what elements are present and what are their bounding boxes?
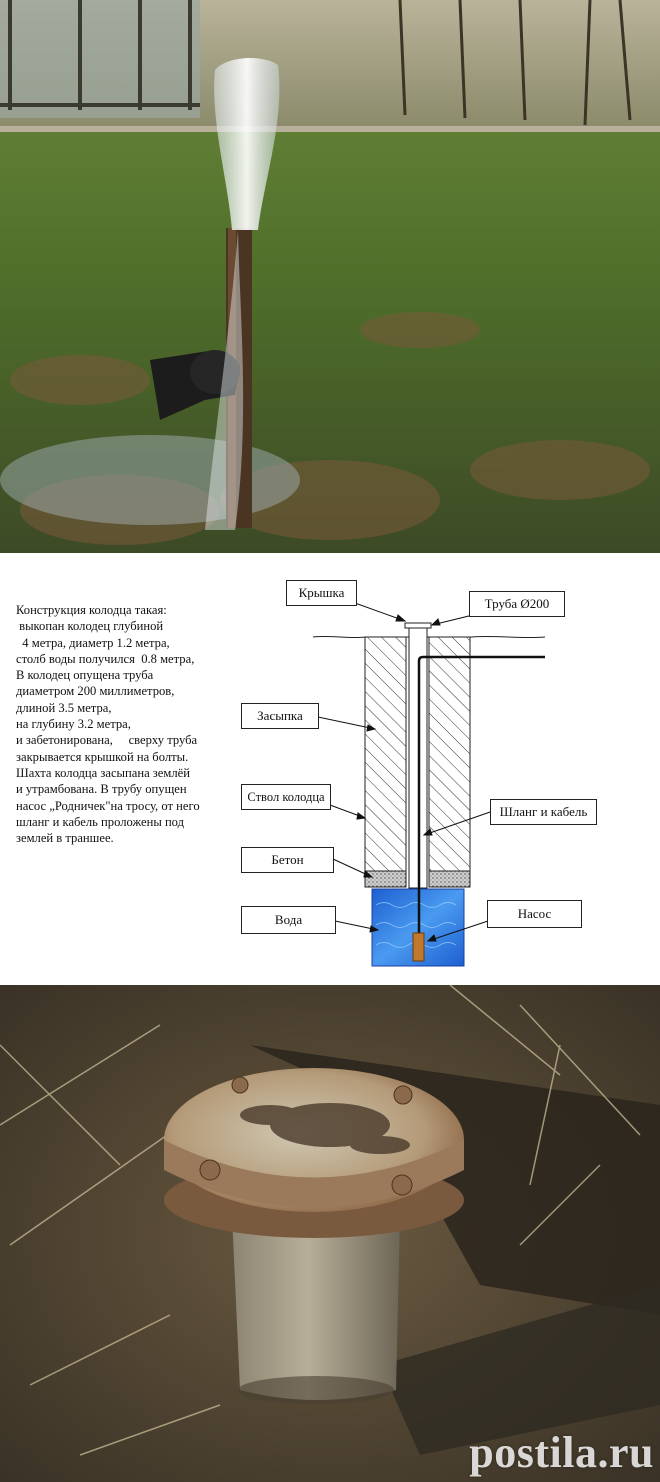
- description-line: 4 метра, диаметр 1.2 метра,: [16, 635, 170, 650]
- well-description-text: Конструкция колодца такая: выкопан колод…: [16, 602, 246, 846]
- photo-water-fountain-image: [0, 0, 660, 553]
- description-line: В колодец опущена труба: [16, 668, 154, 683]
- description-line: диаметром 200 миллиметров,: [16, 684, 175, 699]
- description-line: длиной 3.5 метра,: [16, 700, 112, 715]
- lid: [404, 622, 432, 629]
- description-line: выкопан колодец глубиной: [16, 619, 164, 634]
- label-water: Вода: [241, 906, 336, 934]
- hose-and-cable: [417, 655, 545, 933]
- label-shaft: Ствол колодца: [241, 784, 331, 810]
- description-line: Конструкция колодца такая:: [16, 603, 167, 617]
- photo-capped-well-pipe: postila.ru: [0, 985, 660, 1482]
- backfill-left: [364, 636, 407, 872]
- photo-water-fountain: [0, 0, 660, 553]
- concrete-right: [428, 870, 471, 888]
- description-line: на глубину 3.2 метра,: [16, 717, 131, 732]
- well-cross-section: [312, 602, 546, 967]
- description-line: и утрамбована. В трубу опущен: [16, 782, 187, 797]
- label-backfill: Засыпка: [241, 703, 319, 729]
- pump: [412, 932, 425, 962]
- description-line: насос „Родничек"на тросу, от него: [16, 798, 200, 813]
- watermark-logo: postila.ru: [469, 1428, 654, 1477]
- description-line: землей в траншее.: [16, 831, 114, 846]
- description-line: и забетонирована, сверху труба: [16, 733, 198, 748]
- label-lid: Крышка: [286, 580, 357, 606]
- description-line: закрывается крышкой на болты.: [16, 749, 189, 764]
- description-line: шланг и кабель проложены под: [16, 814, 185, 829]
- description-line: столб воды получился 0.8 метра,: [16, 651, 195, 666]
- label-hose-and-cable: Шланг и кабель: [490, 799, 597, 825]
- concrete-left: [364, 870, 407, 888]
- photo-capped-well-pipe-image: [0, 985, 660, 1482]
- ground-line: [312, 635, 546, 639]
- backfill-right: [428, 636, 471, 872]
- well-construction-diagram: Конструкция колодца такая: выкопан колод…: [0, 553, 660, 985]
- label-pipe: Труба Ø200: [469, 591, 565, 617]
- description-line: Шахта колодца засыпана землёй: [16, 765, 190, 780]
- label-pump: Насос: [487, 900, 582, 928]
- label-concrete: Бетон: [241, 847, 334, 873]
